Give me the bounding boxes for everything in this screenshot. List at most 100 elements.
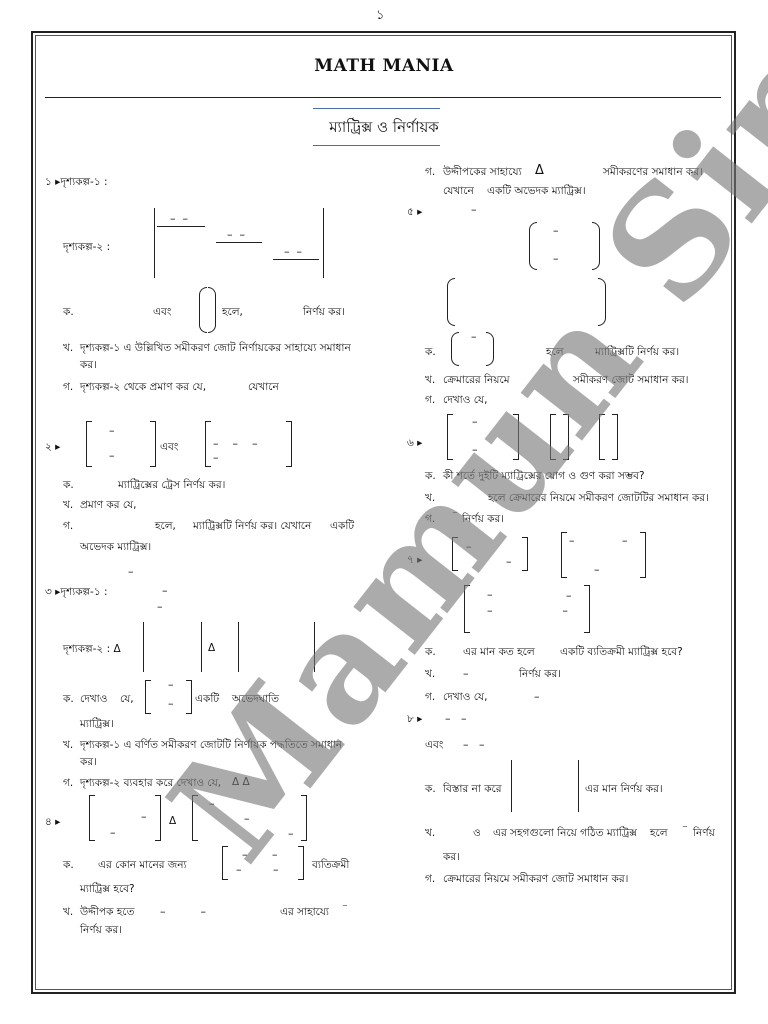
q1-kha-text: দৃশ্যকল্প-১ এ উল্লিখিত সমীকরণ জোট নির্ণা… [80, 342, 351, 354]
subtitle-rule-bottom [313, 145, 440, 146]
q7-ka-text-2: একটি ব্যতিক্রমী ম্যাট্রিক্স হবে? [560, 646, 683, 658]
q1-det-right-bar [323, 208, 324, 278]
q1-kha-label: খ. [63, 342, 74, 354]
q8-kha-text-2: এর সহগগুলো নিয়ে গঠিত ম্যাট্রিক্স [493, 827, 637, 839]
q6-number: ৬ ▸ [407, 437, 423, 449]
q2-kha-label: খ. [63, 499, 74, 511]
q5-kha-text-2: সমীকরণ জোট সমাধান কর। [573, 374, 689, 386]
q7-kha-label: খ. [425, 668, 436, 680]
q3-ka-matrix-mark-1: – [168, 678, 174, 691]
q3-ka-text-5: ম্যাট্রিক্স। [80, 718, 114, 730]
q4-matrix-b-right [301, 795, 307, 841]
q8-ka-label: ক. [425, 783, 436, 795]
q4-ka-matrix-left [222, 846, 228, 880]
q8-kha-text-4: নির্ণয় [693, 827, 715, 839]
q8-ga-label: গ. [425, 873, 436, 885]
q1-ka-text-2: হলে, [222, 306, 243, 318]
q6-num: ৬ [407, 437, 414, 449]
q4-matrix-b-mark-2: – [244, 812, 250, 825]
q6-matrix-a-mark-1: – [472, 415, 478, 428]
q7-matrix-a-mark-2: – [506, 555, 512, 568]
q8-and: এবং [425, 739, 444, 751]
q8-kha-text-1: ও [473, 827, 481, 839]
prev-ga-label: গ. [425, 166, 436, 178]
q6-kha-text: হলে ক্রেমারের নিয়মে সমীকরণ জোটটির সমাধা… [488, 492, 709, 504]
q5-ga-text: দেখাও যে, [443, 394, 488, 406]
q6-ga-mark: ⁻ [452, 508, 458, 521]
q1-det-rule-2 [216, 242, 262, 243]
q1-ga-text-2: যেখানে [248, 381, 279, 393]
q4-kha-text-2: এর সাহায্যে [280, 906, 329, 918]
q8-stem-mark-1: – – [445, 712, 467, 725]
q7-kha-mark: – [463, 667, 469, 680]
q1-det-rule-3 [273, 259, 319, 260]
q5-kha-label: খ. [425, 374, 436, 386]
q7-matrix-c-mark-3: – [566, 589, 572, 602]
q3-delta-2: Δ [208, 642, 216, 654]
q1-ka-paren-right [208, 287, 216, 333]
q2-and: এবং [160, 441, 179, 453]
q3-det2-right [314, 622, 315, 672]
q6-ga-label: গ. [425, 513, 436, 525]
page-number: ১ [376, 8, 385, 23]
q6-matrix-b-right [563, 414, 569, 460]
q7-matrix-c-mark-2: – – [487, 604, 568, 617]
q5-ka-matrix-left [451, 332, 459, 366]
q3-kha-text-2: কর। [80, 756, 97, 768]
q7-ka-text-1: এর মান কত হলে [463, 646, 535, 658]
q6-matrix-c-right [612, 414, 618, 460]
q8-ga-text: ক্রেমারের নিয়মে সমীকরণ জোট সমাধান কর। [443, 873, 629, 885]
q3-stem-mark-2: – [157, 600, 163, 613]
q2-ga-label: গ. [63, 520, 74, 532]
q1-kha-text-2: কর। [80, 359, 97, 371]
q7-matrix-a-right [522, 537, 528, 571]
q7-matrix-b-right [640, 532, 646, 578]
q4-matrix-b-left [192, 795, 198, 841]
q3-kha-text: দৃশ্যকল্প-১ এ বর্ণিত সমীকরণ জোটটি নির্ণা… [80, 739, 343, 751]
q4-kha-text-1: উদ্দীপক হতে [80, 906, 135, 918]
q5-ka-label: ক. [425, 346, 436, 358]
q4-ka-matrix-mark-2: – – [236, 863, 279, 876]
q2-ga-text-1: হলে, [155, 520, 176, 532]
q3-ka-text-2: যে, [120, 693, 134, 705]
q2-matrix-a-mark-2: – [109, 449, 115, 462]
q5-num: ৫ [407, 206, 414, 218]
q1-ga-label: গ. [63, 381, 74, 393]
q3-ka-text-4: অভেদঘাতি [232, 693, 280, 705]
q5-ka-matrix-mark: – [471, 330, 477, 343]
q5-matrix-a-left [529, 222, 537, 270]
q7-ga-mark: – [534, 690, 540, 703]
q7-ga-text: দেখাও যে, [443, 691, 488, 703]
q3-det2-left [238, 622, 239, 672]
q1-scenario-2: দৃশ্যকল্প-২ : [63, 241, 111, 253]
q6-matrix-a-left [447, 414, 453, 460]
q2-number: ২ ▸ [45, 441, 61, 453]
q2-ga-text-2: ম্যাট্রিক্সটি নির্ণয় কর। যেখানে [193, 520, 312, 532]
q4-ka-matrix-mark-1: – – [242, 848, 278, 861]
q2-trailing-mark: – [128, 565, 134, 578]
q6-matrix-a-mark-2: – [472, 443, 478, 456]
page-frame [31, 31, 736, 994]
q1-ka-text-1: এবং [153, 306, 172, 318]
q7-matrix-b-left [561, 532, 567, 578]
q8-kha-text-3: হলে [650, 827, 668, 839]
q3-kha-label: খ. [63, 739, 74, 751]
q2-ga-text-4: অভেদক ম্যাট্রিক্স। [80, 541, 152, 553]
document-title: MATH MANIA [314, 56, 454, 76]
q3-scenario-2-label: দৃশ্যকল্প-২ : [63, 643, 111, 655]
q3-det1-right [201, 622, 202, 672]
q3-scenario-2: দৃশ্যকল্প-২ : Δ [63, 642, 121, 659]
q2-matrix-a-mark-1: – [109, 424, 115, 437]
q4-kha-text-3: নির্ণয় কর। [80, 924, 123, 936]
q5-matrix-a-mark-1: – [553, 224, 559, 237]
q1-det-left-bar [154, 208, 155, 278]
prev-ga-text-3: যেখানে [443, 185, 474, 197]
header-divider [45, 97, 721, 98]
q4-matrix-a-right [155, 795, 161, 841]
q7-ga-label: গ. [425, 691, 436, 703]
q4-ka-text-2: ব্যতিক্রমী [312, 859, 350, 871]
q7-matrix-b-mark-3: – [594, 563, 600, 576]
q4-num: ৪ [45, 816, 52, 828]
q2-matrix-a-right [150, 421, 156, 467]
q5-number: ৫ ▸ [407, 206, 423, 218]
